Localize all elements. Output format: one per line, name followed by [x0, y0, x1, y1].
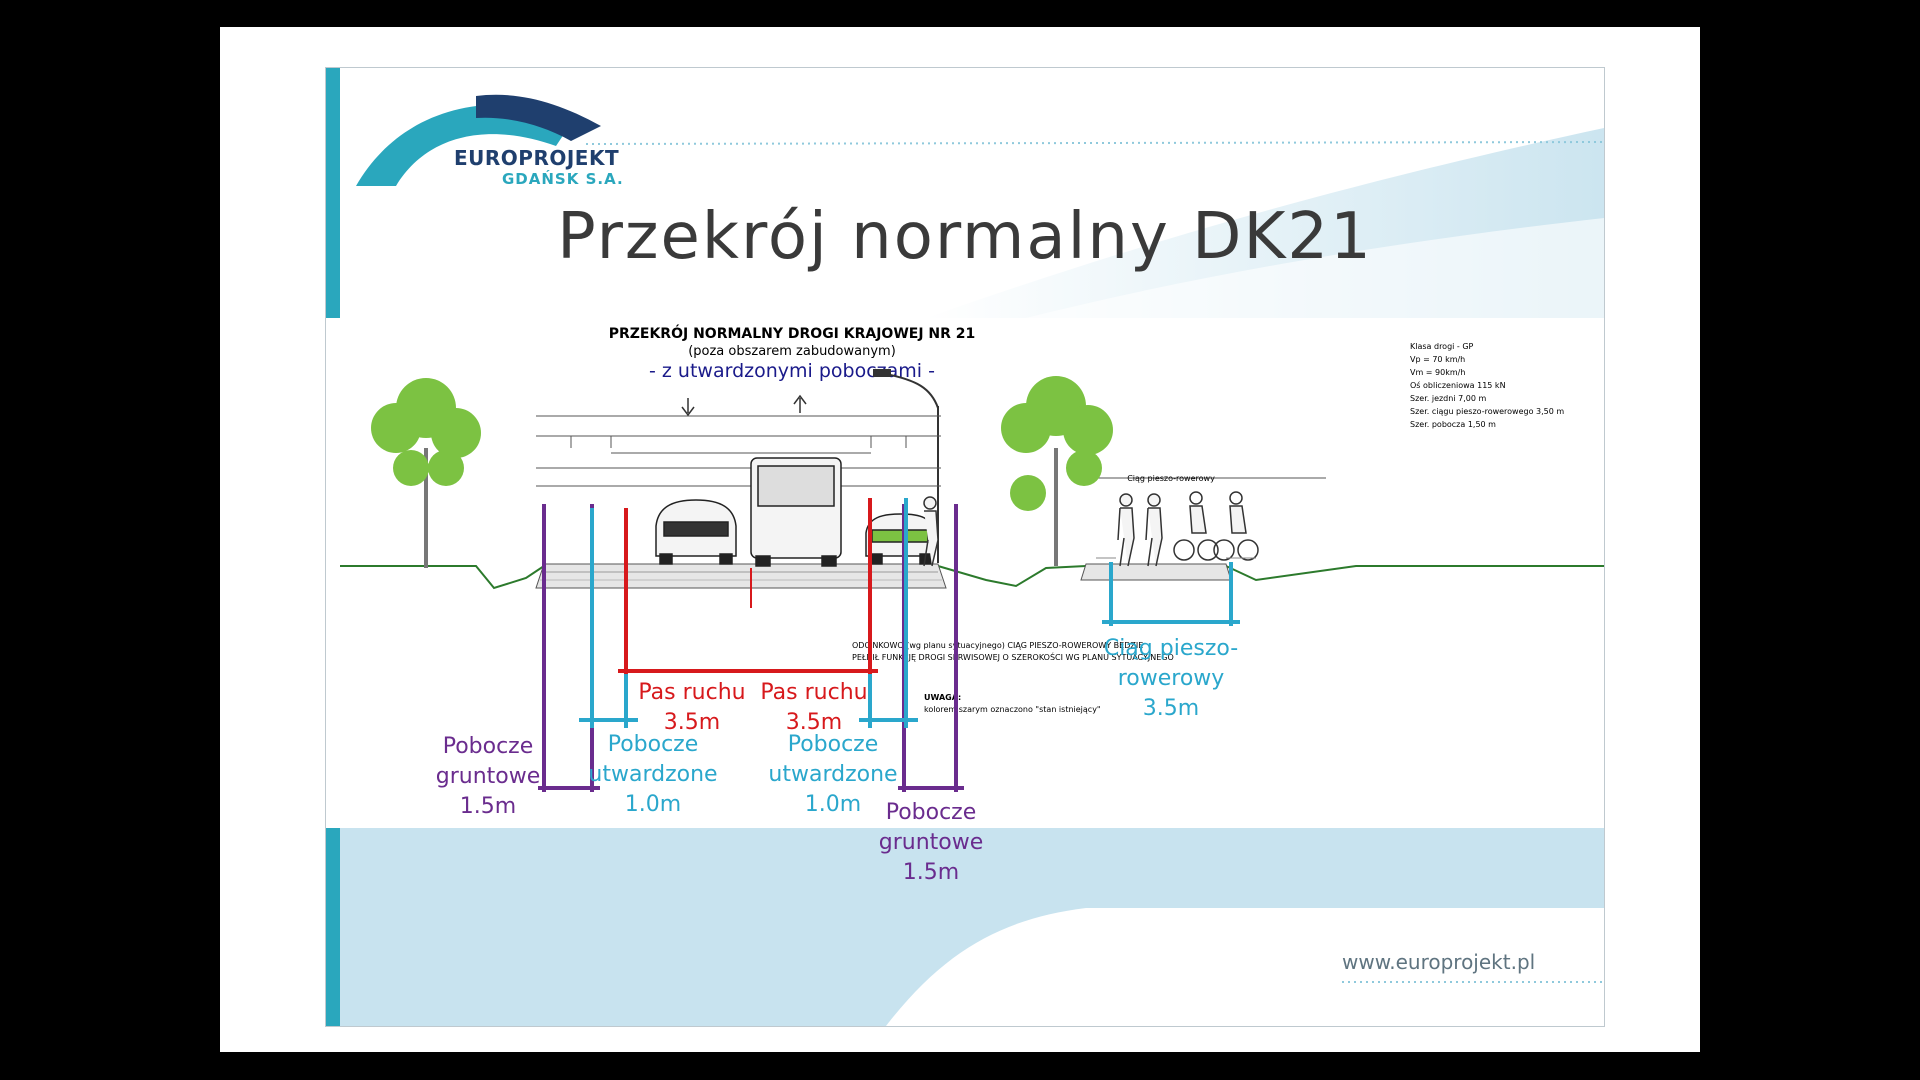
dimension-lines — [536, 415, 1326, 487]
tree-icon — [371, 378, 481, 568]
cyclist-icon — [1173, 491, 1259, 561]
drawing-subtitle-small: (poza obszarem zabudowanym) — [688, 344, 896, 359]
drawing-subtitle: - z utwardzonymi poboczami - — [649, 360, 935, 382]
slide-title: Przekrój normalny DK21 — [557, 200, 1373, 274]
brand-subname: GDAŃSK S.A. — [502, 170, 624, 188]
class-info-line: Oś obliczeniowa 115 kN — [1410, 381, 1506, 390]
class-info-line: Vm = 90km/h — [1410, 368, 1466, 377]
slide: EUROPROJEKT GDAŃSK S.A. Przekrój normaln… — [325, 67, 1605, 1027]
website-url: www.europrojekt.pl — [1342, 950, 1536, 974]
pas-ruchu-right-label: Pas ruchu 3.5m — [760, 680, 868, 735]
pobocze-gruntowe-right-label: Pobocze gruntowe 1.5m — [878, 800, 984, 885]
class-info-line: Vp = 70 km/h — [1410, 355, 1466, 364]
pedestrian-icon — [923, 493, 1163, 567]
ciag-pieszo-rowerowy-label: Ciąg pieszo- rowerowy 3.5m — [1103, 636, 1239, 721]
note-line-2: PEŁNIŁ FUNKCJĘ DROGI SERWISOWEJ O SZEROK… — [852, 653, 1174, 662]
class-info-line: Szer. jezdni 7,00 m — [1410, 394, 1487, 403]
brand-name: EUROPROJEKT — [454, 146, 620, 170]
note-line-1: ODCINKOWO (wg planu sytuacyjnego) CIĄG P… — [852, 641, 1144, 650]
class-info-line: Szer. ciągu pieszo-rowerowego 3,50 m — [1410, 407, 1565, 416]
uwaga-label: UWAGA: — [924, 693, 962, 702]
tree-icon — [1001, 376, 1113, 566]
drawing-title: PRZEKRÓJ NORMALNY DROGI KRAJOWEJ NR 21 — [608, 326, 976, 342]
car-icon — [655, 499, 737, 565]
pobocze-utwardzone-right-label: Pobocze utwardzone 1.0m — [768, 732, 898, 817]
road-class-info: Klasa drogi - GP Vp = 70 km/h Vm = 90km/… — [1410, 340, 1564, 431]
class-info-line: Klasa drogi - GP — [1410, 342, 1474, 351]
class-info-line: Szer. pobocza 1,50 m — [1410, 420, 1496, 429]
annotation-overlay — [538, 498, 964, 792]
road-pavement — [535, 563, 1232, 589]
uwaga-text: kolorem szarym oznaczono "stan istniejąc… — [924, 705, 1101, 714]
direction-arrows — [681, 394, 807, 417]
cross-section-drawing: Ciąg pieszo-rowerowy — [340, 369, 1604, 626]
bus-icon — [750, 457, 842, 567]
europrojekt-logo-icon — [356, 94, 601, 186]
pobocze-utwardzone-left-label: Pobocze utwardzone 1.0m — [588, 732, 718, 817]
path-dimension — [1102, 562, 1240, 626]
pobocze-gruntowe-left-label: Pobocze gruntowe 1.5m — [435, 734, 541, 819]
path-label: Ciąg pieszo-rowerowy — [1127, 474, 1215, 483]
ground-profile — [340, 565, 1604, 590]
pas-ruchu-left-label: Pas ruchu 3.5m — [638, 680, 746, 735]
pas-ruchu-markers — [618, 498, 878, 674]
slide-background — [326, 68, 1604, 1026]
